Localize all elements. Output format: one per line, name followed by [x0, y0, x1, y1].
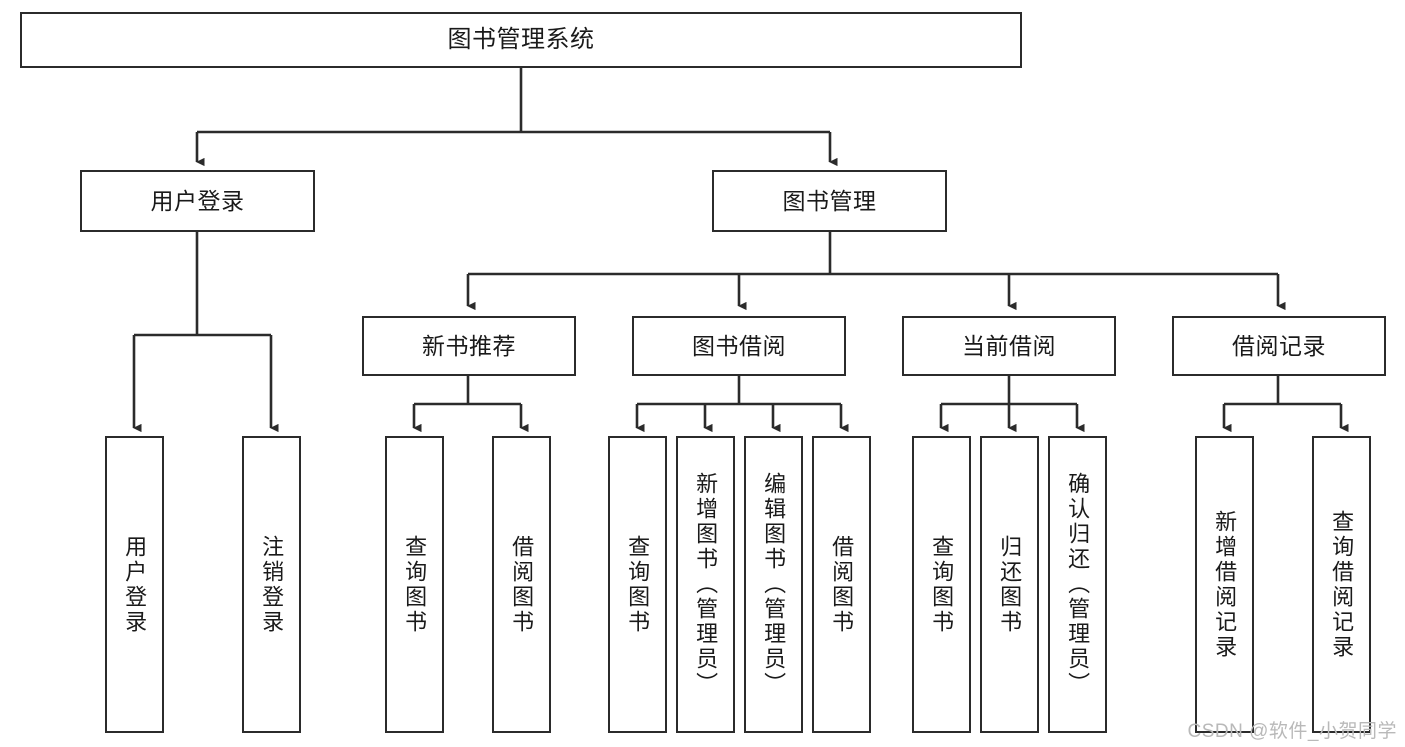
node-label: 用户登录	[150, 187, 245, 214]
node-root-system[interactable]: 图书管理系统	[20, 12, 1022, 68]
node-label: 新增借阅记录	[1212, 509, 1238, 660]
node-borrow-record[interactable]: 借阅记录	[1172, 316, 1386, 376]
leaf-borrow-edit-book[interactable]: 编辑图书（管理员）	[744, 436, 803, 733]
node-label: 新书推荐	[422, 332, 516, 359]
node-label: 图书管理系统	[447, 26, 595, 54]
leaf-current-confirm-return[interactable]: 确认归还（管理员）	[1048, 436, 1107, 733]
node-book-borrow[interactable]: 图书借阅	[632, 316, 846, 376]
node-user-login[interactable]: 用户登录	[80, 170, 315, 232]
node-label: 查询图书	[402, 534, 428, 635]
leaf-current-query-book[interactable]: 查询图书	[912, 436, 971, 733]
leaf-borrow-query-book[interactable]: 查询图书	[608, 436, 667, 733]
leaf-record-query[interactable]: 查询借阅记录	[1312, 436, 1371, 733]
leaf-user-login-login[interactable]: 用户登录	[105, 436, 164, 733]
node-new-book-recommend[interactable]: 新书推荐	[362, 316, 576, 376]
node-label: 借阅图书	[509, 534, 535, 635]
node-label: 查询图书	[625, 534, 651, 635]
node-label: 图书管理	[782, 187, 877, 214]
node-label: 用户登录	[122, 534, 148, 635]
leaf-user-login-logout[interactable]: 注销登录	[242, 436, 301, 733]
node-label: 借阅图书	[829, 534, 855, 635]
watermark: CSDN @软件_小贺同学	[1187, 721, 1397, 742]
leaf-new-book-borrow[interactable]: 借阅图书	[492, 436, 551, 733]
node-label: 借阅记录	[1232, 332, 1326, 359]
node-label: 当前借阅	[962, 332, 1056, 359]
node-current-borrow[interactable]: 当前借阅	[902, 316, 1116, 376]
node-label: 图书借阅	[692, 332, 786, 359]
leaf-current-return-book[interactable]: 归还图书	[980, 436, 1039, 733]
node-label: 归还图书	[997, 534, 1023, 635]
leaf-new-book-query[interactable]: 查询图书	[385, 436, 444, 733]
node-label: 新增图书（管理员）	[693, 472, 719, 697]
node-label: 编辑图书（管理员）	[761, 472, 787, 697]
leaf-record-add[interactable]: 新增借阅记录	[1195, 436, 1254, 733]
leaf-borrow-borrow-book[interactable]: 借阅图书	[812, 436, 871, 733]
node-label: 确认归还（管理员）	[1065, 472, 1091, 697]
node-label: 注销登录	[259, 534, 285, 635]
leaf-borrow-add-book[interactable]: 新增图书（管理员）	[676, 436, 735, 733]
node-book-management[interactable]: 图书管理	[712, 170, 947, 232]
node-label: 查询图书	[929, 534, 955, 635]
node-label: 查询借阅记录	[1329, 509, 1355, 660]
